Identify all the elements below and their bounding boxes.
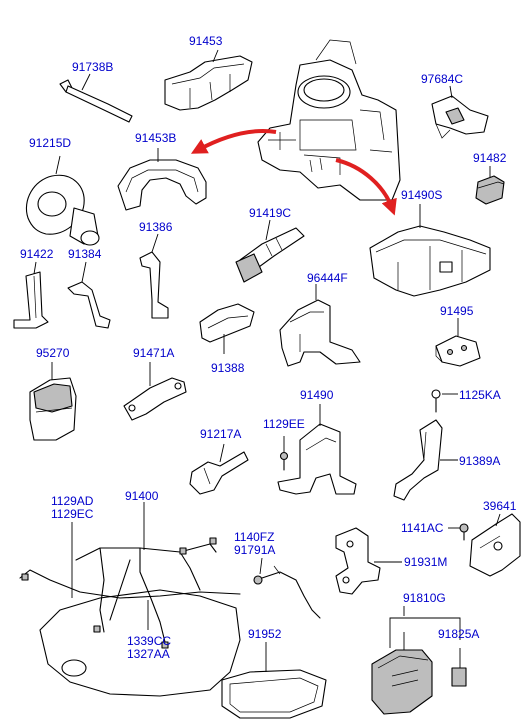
part-97684C [431, 85, 489, 139]
part-91453B [117, 148, 207, 211]
label-39641: 39641 [483, 499, 517, 513]
label-1129AD: 1129AD [51, 494, 94, 508]
part-91931M [335, 527, 402, 595]
red-arrow-left [190, 128, 277, 154]
label-1129EC: 1129EC [51, 507, 94, 521]
label-1125KA: 1125KA [459, 388, 501, 402]
red-arrow-right [335, 158, 397, 216]
label-1141AC: 1141AC [401, 521, 444, 535]
part-91215D [26, 155, 100, 246]
label-1339CC: 1339CC [127, 634, 172, 648]
label-91825A: 91825A [438, 627, 480, 641]
label-91482: 91482 [473, 151, 507, 165]
part-91384 [67, 261, 111, 329]
part-91490S [369, 204, 491, 297]
label-91791A: 91791A [234, 543, 276, 557]
label-1327AA: 1327AA [127, 647, 170, 661]
part-91386 [139, 233, 169, 319]
label-91490: 91490 [300, 388, 334, 402]
part-91738B [59, 73, 133, 123]
part-91490 [277, 404, 357, 495]
label-91931M: 91931M [404, 555, 448, 569]
part-91482 [475, 166, 505, 205]
label-91453B: 91453B [135, 131, 177, 145]
label-91495: 91495 [440, 304, 474, 318]
part-91217A [189, 443, 249, 495]
label-96444F: 96444F [307, 271, 348, 285]
label-91490S: 91490S [401, 188, 443, 202]
part-1141AC [448, 523, 469, 541]
label-91389A: 91389A [459, 454, 501, 468]
part-91388 [199, 303, 255, 354]
label-91388: 91388 [211, 361, 245, 375]
label-91419C: 91419C [249, 206, 292, 220]
part-91810G [371, 606, 461, 715]
label-95270: 95270 [36, 346, 70, 360]
part-39641 [469, 513, 521, 577]
label-91810G: 91810G [403, 591, 446, 605]
part-96444F [279, 284, 361, 367]
part-91825A [451, 648, 467, 687]
part-91791A [253, 557, 321, 619]
label-91422: 91422 [20, 247, 54, 261]
label-91217A: 91217A [200, 427, 242, 441]
label-91400: 91400 [125, 489, 159, 503]
part-91400 [19, 502, 241, 697]
part-1129EE [279, 436, 289, 471]
part-91453 [164, 49, 253, 111]
label-91738B: 91738B [72, 60, 114, 74]
part-91422 [13, 261, 49, 329]
label-91453: 91453 [189, 34, 223, 48]
part-91495 [435, 318, 481, 367]
engine-bay-reference [257, 39, 401, 201]
part-91952 [221, 642, 327, 719]
label-91471A: 91471A [133, 346, 175, 360]
part-95270 [29, 362, 77, 441]
label-91386: 91386 [139, 220, 173, 234]
label-91384: 91384 [68, 247, 102, 261]
label-91215D: 91215D [29, 136, 72, 150]
label-1140FZ: 1140FZ [234, 530, 275, 544]
label-97684C: 97684C [421, 72, 464, 86]
part-91471A [123, 362, 187, 421]
part-91389A [393, 389, 458, 501]
part-91419C [235, 219, 305, 283]
label-91952: 91952 [248, 627, 282, 641]
label-1129EE: 1129EE [263, 417, 305, 431]
